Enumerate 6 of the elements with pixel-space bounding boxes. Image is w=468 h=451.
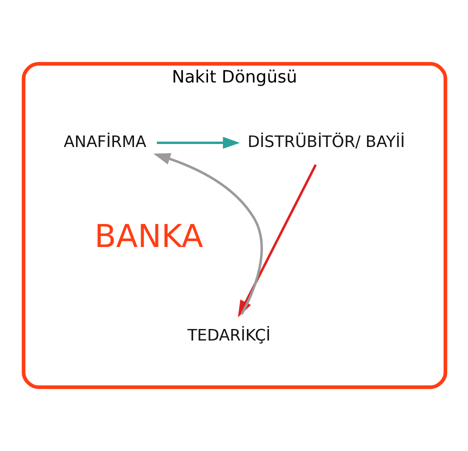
node-text: ANAFİRMA: [63, 132, 146, 151]
node-text: TEDARİKÇİ: [186, 325, 270, 344]
arrow: [156, 136, 240, 149]
node-text: BANKA: [94, 219, 203, 256]
node-text: DİSTRÜBİTÖR/ BAYİİ: [247, 132, 404, 151]
arrow: [152, 153, 262, 315]
